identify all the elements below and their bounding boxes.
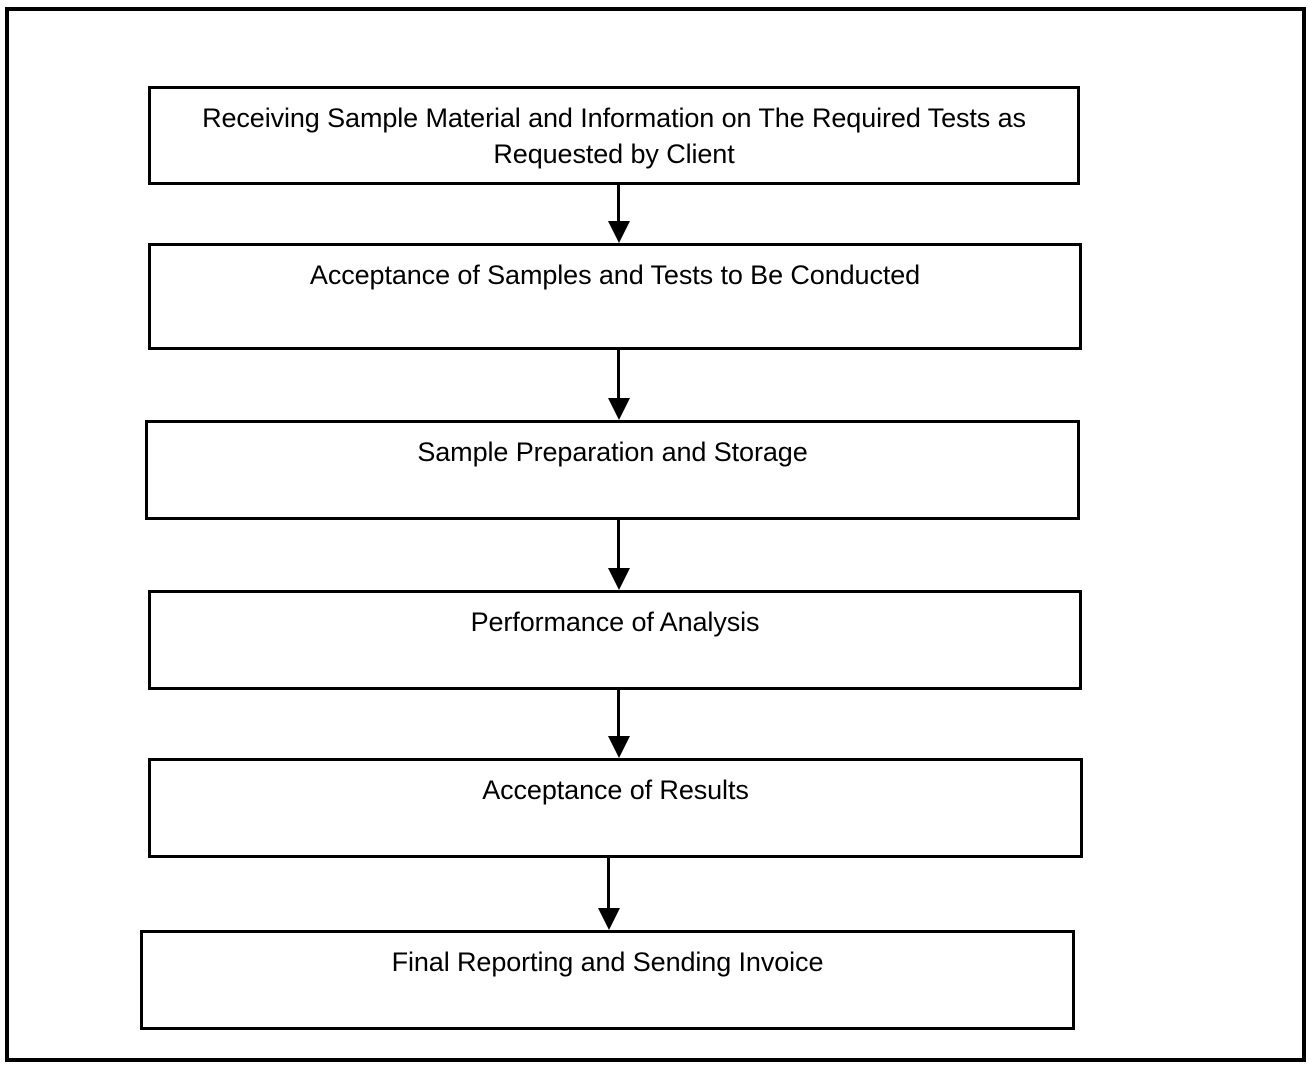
arrow-shaft (617, 690, 620, 738)
flow-box-label: Receiving Sample Material and Informatio… (202, 103, 1026, 169)
arrow-shaft (617, 350, 620, 400)
flow-box-label: Sample Preparation and Storage (417, 437, 808, 467)
flow-box-final-reporting-and-sending-invoice[interactable]: Final Reporting and Sending Invoice (140, 930, 1075, 1030)
arrow-shaft (617, 520, 620, 570)
flow-box-receiving-sample-material[interactable]: Receiving Sample Material and Informatio… (148, 86, 1080, 185)
arrow-down-icon (607, 350, 631, 420)
arrow-down-icon (597, 858, 621, 930)
arrow-head (608, 398, 630, 420)
flow-box-performance-of-analysis[interactable]: Performance of Analysis (148, 590, 1082, 690)
flow-box-label: Final Reporting and Sending Invoice (391, 947, 824, 977)
arrow-head (608, 568, 630, 590)
arrow-shaft (617, 185, 620, 223)
arrow-head (608, 736, 630, 758)
arrow-head (608, 221, 630, 243)
flow-box-acceptance-of-results[interactable]: Acceptance of Results (148, 758, 1083, 858)
flow-box-label: Performance of Analysis (470, 607, 760, 637)
arrow-head (598, 908, 620, 930)
arrow-down-icon (607, 520, 631, 590)
flow-box-acceptance-of-samples[interactable]: Acceptance of Samples and Tests to Be Co… (148, 243, 1082, 350)
arrow-shaft (607, 858, 610, 910)
arrow-down-icon (607, 185, 631, 243)
flow-box-label: Acceptance of Samples and Tests to Be Co… (309, 260, 921, 290)
flow-box-label: Acceptance of Results (482, 775, 749, 805)
arrow-down-icon (607, 690, 631, 758)
flow-box-sample-preparation-and-storage[interactable]: Sample Preparation and Storage (145, 420, 1080, 520)
